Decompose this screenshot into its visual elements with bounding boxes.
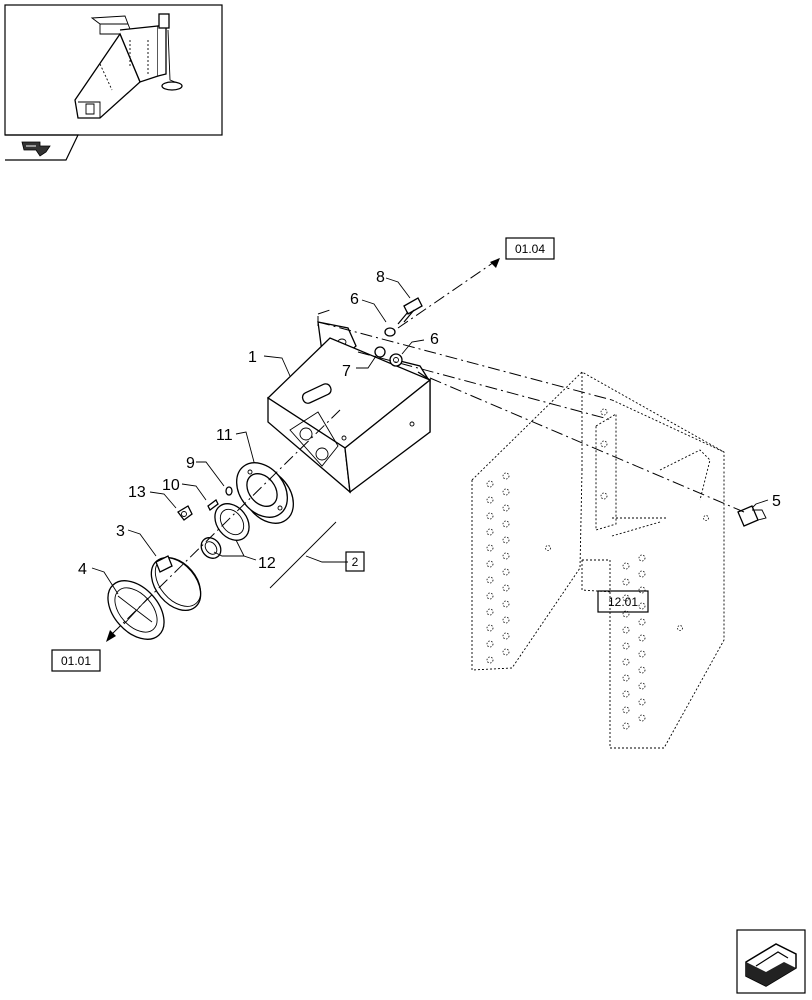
callout-labels: 1 8 6 7 6 11 9 10 13 3 4 12 5: [78, 269, 781, 578]
part-10-pin: [207, 499, 219, 511]
callout-11: 11: [216, 427, 233, 444]
part-6-washer-upper: [384, 327, 396, 337]
callout-leaders: [91, 277, 769, 595]
part-6-washer-lower: [389, 353, 403, 367]
part-7-nut: [374, 346, 386, 358]
callout-3: 3: [116, 523, 125, 540]
nav-frame: [736, 929, 806, 994]
next-arrow-icon: [745, 943, 797, 987]
return-arrow-icon[interactable]: [21, 141, 51, 157]
thumbnail-machine-image: [74, 13, 183, 119]
ref-box-2[interactable]: 2: [345, 551, 365, 572]
boom-holes: [486, 408, 709, 730]
callout-7: 7: [342, 363, 351, 380]
boom-section-reference: [471, 371, 725, 749]
callout-12: 12: [258, 555, 276, 572]
ref-box-01-01[interactable]: 01.01: [51, 649, 101, 672]
arrow-to-01-01: [106, 630, 116, 642]
callout-6-upper: 6: [350, 291, 359, 308]
part-1-frame-housing: [266, 321, 432, 494]
part-11-flange: [236, 462, 294, 524]
callout-10: 10: [162, 477, 180, 494]
svg-text:01.01: 01.01: [61, 654, 91, 668]
part-9-washer: [225, 486, 233, 496]
part-4-cap: [107, 580, 165, 640]
thumbnail-tab: [5, 134, 79, 161]
callout-4: 4: [78, 561, 87, 578]
part-5-bolt-head: [737, 505, 767, 527]
svg-text:01.04: 01.04: [515, 242, 545, 256]
svg-text:2: 2: [352, 555, 359, 569]
ref-box-12-01[interactable]: 12.01: [597, 590, 649, 613]
next-page-button[interactable]: [736, 929, 806, 994]
callout-5: 5: [772, 493, 781, 510]
part-3-clamp: [150, 555, 202, 611]
callout-9: 9: [186, 455, 195, 472]
callout-6-lower: 6: [430, 331, 439, 348]
part-8-bolt: [397, 297, 423, 325]
callout-13: 13: [128, 484, 146, 501]
callout-8: 8: [376, 269, 385, 286]
arrow-to-01-04: [490, 258, 500, 268]
svg-text:12.01: 12.01: [608, 595, 638, 609]
thumbnail-frame: [4, 4, 223, 136]
callout-1: 1: [248, 349, 257, 366]
part-13-nipple: [177, 505, 193, 521]
ref-box-01-04[interactable]: 01.04: [505, 237, 555, 260]
part-12-seal: [200, 503, 250, 559]
assembly-axis-lines: [106, 257, 745, 642]
overview-thumbnail[interactable]: [4, 4, 223, 161]
